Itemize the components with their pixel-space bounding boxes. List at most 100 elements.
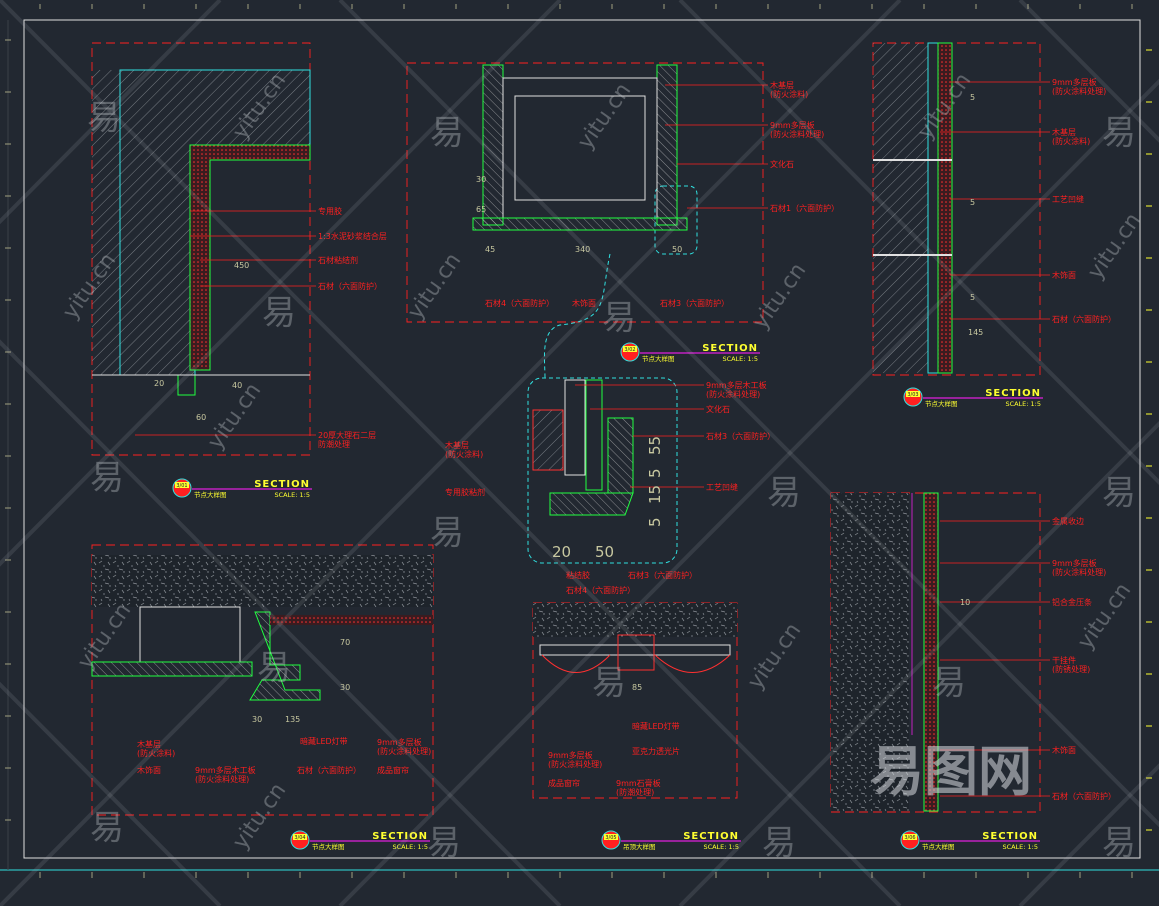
watermark-glyph: 易 xyxy=(592,663,626,703)
dimension-text: 20 xyxy=(154,379,164,388)
annotation-label: (防火涂料处理) xyxy=(1052,567,1106,577)
opening-inner xyxy=(514,95,646,201)
section-title: SECTION xyxy=(372,831,428,842)
dimension-text: 5 xyxy=(970,293,975,302)
annotation-label: 9mm多层板 xyxy=(377,737,422,747)
section-title: SECTION xyxy=(254,479,310,490)
annotation-label: 金属收边 xyxy=(1052,516,1084,526)
watermark-stripe xyxy=(0,0,902,906)
section-number-bg xyxy=(623,346,637,352)
watermark-glyph: 易 xyxy=(602,298,636,338)
annotation-label: (防火涂料处理) xyxy=(377,746,431,756)
annotation-label: 木饰面 xyxy=(137,765,161,775)
section-scale: SCALE: 1:5 xyxy=(1005,400,1041,408)
annotation-label: 专用胶 xyxy=(318,206,342,216)
watermark-stripe xyxy=(0,0,222,225)
annotation-label: (防火涂料) xyxy=(137,748,175,758)
section-title: SECTION xyxy=(683,831,739,842)
annotation-label: 干挂件 xyxy=(1052,655,1076,665)
dimension-text: 145 xyxy=(968,328,983,337)
watermark-glyph: 易 xyxy=(87,98,121,138)
section-subtitle: 节点大样图 xyxy=(312,842,345,851)
watermark-glyph: 易 xyxy=(1102,823,1136,863)
annotation-label: 石材3（六面防护） xyxy=(706,431,775,441)
watermark-logo: 易图网 xyxy=(870,740,1032,803)
watermark-text: yitu.cn xyxy=(228,778,291,854)
dimension-text: 10 xyxy=(960,598,970,607)
annotation-label: 9mm多层板 xyxy=(1052,77,1097,87)
watermark-stripe xyxy=(0,339,562,906)
watermark-stripe xyxy=(338,78,1159,906)
section-scale: SCALE: 1:5 xyxy=(1002,843,1038,851)
section-subtitle: 节点大样图 xyxy=(642,354,675,363)
section-number-bg xyxy=(175,482,189,488)
annotation-label: 木基层 xyxy=(445,440,469,450)
watermark-stripe xyxy=(0,681,222,906)
section-number-bg xyxy=(903,834,917,840)
section-subtitle: 节点大样图 xyxy=(922,842,955,851)
drawing-frame xyxy=(0,4,1159,878)
annotation-label: (防潮处理) xyxy=(616,787,654,797)
watermark-text: yitu.cn xyxy=(743,618,806,694)
section-number-bg xyxy=(604,834,618,840)
dimension-text: 50 xyxy=(672,245,682,254)
watermark-stripe xyxy=(1018,0,1159,143)
light-trough xyxy=(617,634,655,671)
annotation-label: 石材（六面防护） xyxy=(318,281,382,291)
annotation-label: 9mm多层板 xyxy=(1052,558,1097,568)
section-scale: SCALE: 1:5 xyxy=(392,843,428,851)
watermark-glyph: 易 xyxy=(1102,113,1136,153)
opening xyxy=(502,77,658,219)
wood-panel xyxy=(923,492,939,812)
section-scale: SCALE: 1:5 xyxy=(703,843,739,851)
annotation-label: 铝合金压条 xyxy=(1052,597,1092,607)
watermark-stripe xyxy=(678,420,1159,906)
annotation-label: 石材4（六面防护） xyxy=(566,585,635,595)
annotation-label: 木基层 xyxy=(137,739,161,749)
annotation-label: (防火涂料处理) xyxy=(195,774,249,784)
dimension-text: 30 xyxy=(340,683,350,692)
watermark-glyph: 易 xyxy=(767,473,801,513)
annotation-label: (防火涂料处理) xyxy=(770,129,824,139)
annotation-label: 防潮处理 xyxy=(318,439,350,449)
watermark-text: yitu.cn xyxy=(403,248,466,324)
curtain-arc xyxy=(654,654,731,673)
dimension-text: 450 xyxy=(234,261,249,270)
annotation-label: 成品窗帘 xyxy=(377,765,409,775)
annotation-label: 石材4（六面防护） xyxy=(485,298,554,308)
annotation-label: 石材（六面防护） xyxy=(1052,791,1116,801)
annotation-label: 专用胶粘剂 xyxy=(445,487,485,497)
dimension-text: 135 xyxy=(285,715,300,724)
watermark-stripe xyxy=(678,0,1159,486)
stone-sill xyxy=(472,217,688,231)
watermark-text: yitu.cn xyxy=(1073,578,1136,654)
detail-callout-leader xyxy=(543,253,611,379)
annotation-label: 石材（六面防护） xyxy=(297,765,361,775)
annotation-label: (防火涂料处理) xyxy=(706,389,760,399)
dimension-text: 45 xyxy=(485,245,495,254)
section-number-bg xyxy=(906,391,920,397)
wall-hatch xyxy=(873,43,928,373)
annotation-label: 木饰面 xyxy=(1052,745,1076,755)
section-number: 3/05 xyxy=(605,835,616,841)
dimension-text: 340 xyxy=(575,245,590,254)
dimension-text: 15 xyxy=(646,485,664,504)
annotation-label: (防火涂料) xyxy=(445,449,483,459)
annotation-label: 20厚大理石二层 xyxy=(318,430,376,440)
dimension-text: 60 xyxy=(196,413,206,422)
annotation-label: 9mm多层木工板 xyxy=(195,765,256,775)
annotation-label: 石材粘结剂 xyxy=(318,255,358,265)
ceiling-box xyxy=(139,606,241,663)
watermark-glyph: 易 xyxy=(262,293,296,333)
annotation-label: 9mm多层板 xyxy=(770,120,815,130)
stone-cladding xyxy=(189,144,311,371)
annotation-label: 石材3（六面防护） xyxy=(660,298,729,308)
annotation-label: 石材（六面防护） xyxy=(1052,314,1116,324)
wall-concrete xyxy=(831,493,909,811)
section-number: 3/03 xyxy=(907,392,918,398)
